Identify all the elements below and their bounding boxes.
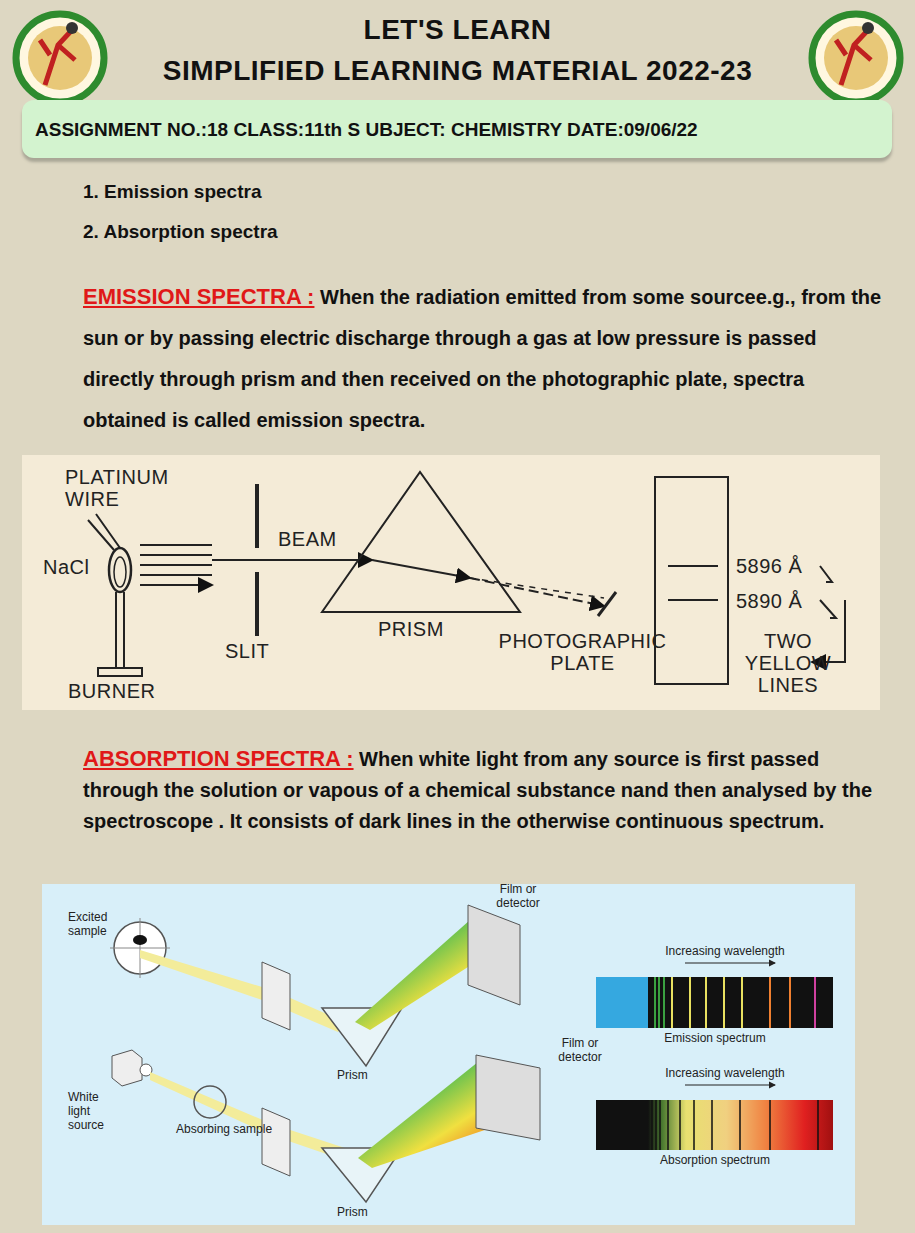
flame-test-panel-part xyxy=(98,668,142,676)
spectra-panel-part xyxy=(655,977,664,1028)
section-heading: EMISSION SPECTRA : xyxy=(83,284,314,309)
part-label: NaCl xyxy=(43,556,89,578)
spectra-panel-part xyxy=(652,1100,818,1150)
part-label: SLIT xyxy=(225,640,269,662)
axis-label: Increasing wavelength xyxy=(640,1066,810,1080)
list-item: 2. Absorption spectra xyxy=(83,221,278,243)
part-label: PLATINUM WIRE xyxy=(65,466,205,510)
spectra-panel-part xyxy=(770,977,790,1028)
spectra-panel-part xyxy=(194,1086,226,1118)
spectra-panel-part xyxy=(672,977,742,1028)
wavelength-label: 5890 Å xyxy=(736,590,802,612)
part-label: Excited sample xyxy=(68,910,123,938)
flame-test-panel-part xyxy=(372,560,470,578)
spectra-panel-part xyxy=(814,977,816,1028)
subtitle: SIMPLIFIED LEARNING MATERIAL 2022-23 xyxy=(0,55,915,87)
flame-test-panel-part xyxy=(655,477,728,684)
logo-part xyxy=(862,22,874,34)
axis-label: Increasing wavelength xyxy=(640,944,810,958)
caption-label: Emission spectrum xyxy=(600,1031,830,1045)
logo-part xyxy=(66,22,78,34)
flame-test-panel-part xyxy=(820,566,836,618)
flame-test-panel-part xyxy=(22,455,880,710)
flame-test-panel xyxy=(22,455,880,710)
spectra-panel xyxy=(42,884,855,1225)
logo-part xyxy=(16,14,104,102)
part-label: Prism xyxy=(337,1068,368,1082)
flame-test-panel-part xyxy=(140,545,212,585)
paragraph: EMISSION SPECTRA : When the radiation em… xyxy=(83,276,883,441)
spectra-panel-part xyxy=(596,977,833,1028)
flame-test-panel-part xyxy=(212,559,372,561)
spectra-panel-part xyxy=(596,1100,833,1150)
part-label: White light source xyxy=(68,1090,123,1132)
spectra-panel-part xyxy=(140,950,345,1032)
logo-part xyxy=(812,14,900,102)
part-label: BEAM xyxy=(278,528,337,550)
flame-test-panel-part xyxy=(88,514,120,550)
logo-part xyxy=(40,30,75,85)
flame-test-panel-part xyxy=(255,484,259,636)
flame-test-panel-part xyxy=(598,592,616,616)
page-title: LET'S LEARN xyxy=(0,14,915,46)
spectra-panel-part xyxy=(262,962,290,1030)
band-text: ASSIGNMENT NO.:18 CLASS:11th S UBJECT: C… xyxy=(35,119,698,140)
flame-test-panel-part xyxy=(116,592,124,668)
logo-part xyxy=(824,26,888,90)
flame-test-panel-part xyxy=(114,557,126,587)
spectra-panel-part xyxy=(476,1055,540,1140)
spectra-panel-part xyxy=(262,1108,290,1176)
caption-label: Absorption spectrum xyxy=(600,1153,830,1167)
spectra-panel-part xyxy=(685,1084,775,1085)
part-label: Prism xyxy=(337,1205,368,1219)
spectra-panel-part xyxy=(110,918,170,978)
paragraph: ABSORPTION SPECTRA : When white light fr… xyxy=(83,743,883,837)
part-label: BURNER xyxy=(68,680,155,702)
section-heading: ABSORPTION SPECTRA : xyxy=(83,746,354,771)
part-label: Film or detector xyxy=(478,882,558,910)
flame-test-panel-part xyxy=(668,566,718,600)
spectra-panel-part xyxy=(150,1072,345,1158)
part-label: TWO YELLOW LINES xyxy=(738,630,838,696)
flame-test-panel-part xyxy=(109,548,131,592)
flame-test-panel-part xyxy=(470,578,604,606)
spectra-panel-part xyxy=(685,962,775,963)
assignment-band: ASSIGNMENT NO.:18 CLASS:11th S UBJECT: C… xyxy=(22,100,892,158)
part-label: Film or detector xyxy=(545,1036,615,1064)
part-label: Absorbing sample xyxy=(176,1122,272,1136)
flame-test-panel-part xyxy=(322,472,520,612)
spectra-panel-part xyxy=(112,1050,142,1086)
part-label: PHOTOGRAPHIC PLATE xyxy=(470,630,695,674)
part-label: PRISM xyxy=(378,618,444,640)
flame-test-panel-part xyxy=(470,578,604,598)
spectra-panel-part xyxy=(133,935,147,945)
spectra-panel-part xyxy=(596,977,648,1028)
spectra-panel-part xyxy=(468,905,520,1005)
logo-part xyxy=(28,26,92,90)
spectra-panel-part xyxy=(42,884,855,1225)
wavelength-label: 5896 Å xyxy=(736,555,802,577)
logo-part xyxy=(836,30,871,85)
list-item: 1. Emission spectra xyxy=(83,181,261,203)
